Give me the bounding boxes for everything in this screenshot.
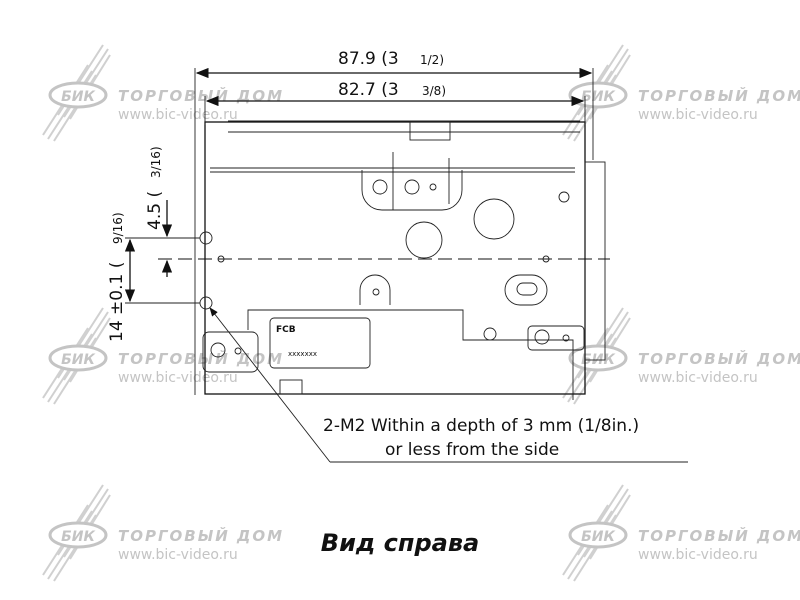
watermark-company: ТОРГОВЫЙ ДОМ [118,86,284,105]
dimension-overall-width: 87.9 (3 1/2) [194,49,594,395]
dimension-hole-pitch: 14 ±0.1 ( 9/16) [107,212,136,342]
dimension-inner-width: 82.7 (3 3/8) [204,80,586,125]
watermark-group: БИК ТОРГОВЫЙ ДОМ www.bic-video.ru БИК ТО… [41,43,800,583]
watermark-url: www.bic-video.ru [638,107,758,123]
watermark-company: ТОРГОВЫЙ ДОМ [118,526,284,545]
watermark-logo-text: БИК [61,352,95,368]
watermark-url: www.bic-video.ru [118,547,238,563]
callout-note-line1: 2-M2 Within a depth of 3 mm (1/8in.) [323,416,639,436]
watermark-logo-text: БИК [61,89,95,105]
watermark-company: ТОРГОВЫЙ ДОМ [638,86,800,105]
watermark-logo-text: БИК [581,529,615,545]
dimension-value: 87.9 (3 [338,49,399,69]
dimension-fraction: 3/16) [149,146,163,178]
dimension-value: 82.7 (3 [338,80,399,100]
fcb-label-text: FCB [276,325,296,335]
hole-callout: 2-M2 Within a depth of 3 mm (1/8in.) or … [209,307,688,463]
dimension-fraction: 9/16) [111,212,125,244]
watermark-logo-text: БИК [61,529,95,545]
watermark-url: www.bic-video.ru [638,547,758,563]
fcb-serial: xxxxxxx [288,350,317,358]
watermark-url: www.bic-video.ru [118,370,238,386]
dimension-value: 4.5 ( [145,191,165,230]
dimension-fraction: 3/8) [422,84,446,98]
callout-note-line2: or less from the side [385,440,559,460]
watermark-logo-text: БИК [581,89,615,105]
fcb-label [269,317,371,369]
device-side-view: FCB xxxxxxx [199,120,606,400]
watermark-url: www.bic-video.ru [638,370,758,386]
watermark-url: www.bic-video.ru [118,107,238,123]
dimension-top-offset: 4.5 ( 3/16) [125,146,200,304]
dimension-fraction: 1/2) [420,53,444,67]
dimension-value: 14 ±0.1 ( [107,262,127,342]
watermark-company: ТОРГОВЫЙ ДОМ [118,349,284,368]
watermark-company: ТОРГОВЫЙ ДОМ [638,349,800,368]
view-caption: Вид справа [321,529,479,557]
mounting-hole-top [199,231,213,245]
mounting-hole-bottom [199,296,213,310]
watermark-company: ТОРГОВЫЙ ДОМ [638,526,800,545]
